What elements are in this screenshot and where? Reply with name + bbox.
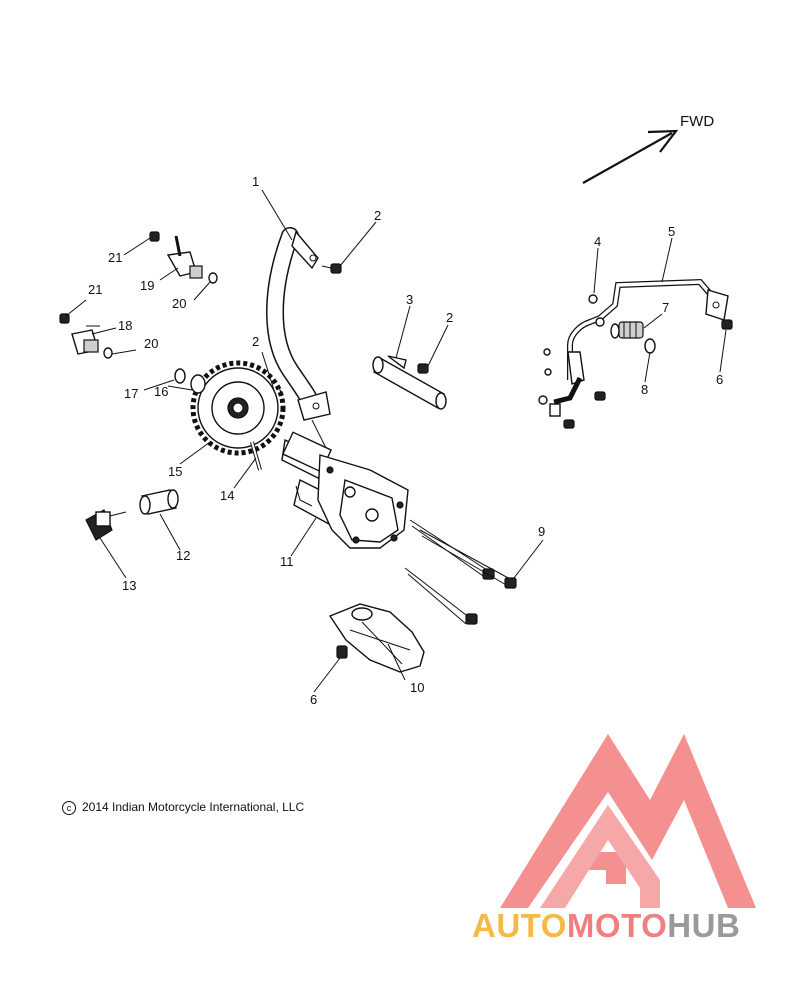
part-bolt-2a bbox=[321, 263, 342, 274]
part-sensor bbox=[85, 509, 127, 541]
callout-13: 13 bbox=[122, 578, 136, 593]
callout-3: 3 bbox=[406, 292, 413, 307]
forward-direction-arrow: FWD bbox=[582, 113, 714, 184]
callout-4: 4 bbox=[594, 234, 601, 249]
callout-16: 16 bbox=[154, 384, 168, 399]
brand-moto: MOTO bbox=[566, 907, 668, 944]
callout-2a: 2 bbox=[374, 208, 381, 223]
part-o-ring-4 bbox=[588, 294, 598, 304]
part-bracket-19 bbox=[166, 235, 203, 279]
part-bolt-2b bbox=[417, 363, 429, 374]
part-oil-line bbox=[553, 278, 729, 405]
callout-5: 5 bbox=[668, 224, 675, 239]
watermark-brand: AUTOMOTOHUB bbox=[472, 907, 740, 945]
part-pickup-screen bbox=[328, 603, 425, 673]
watermark-logo bbox=[500, 734, 756, 908]
part-bolt-6b bbox=[336, 645, 348, 659]
callout-15: 15 bbox=[168, 464, 182, 479]
callout-12: 12 bbox=[176, 548, 190, 563]
part-drive-gear bbox=[190, 360, 286, 456]
callout-6a: 6 bbox=[716, 372, 723, 387]
callout-21a: 21 bbox=[108, 250, 122, 265]
brand-auto: AUTO bbox=[472, 907, 567, 944]
callout-18: 18 bbox=[118, 318, 132, 333]
brand-hub: HUB bbox=[667, 907, 741, 944]
part-o-ring-20b bbox=[103, 347, 113, 359]
part-sleeve bbox=[372, 355, 447, 410]
copyright-text: 2014 Indian Motorcycle International, LL… bbox=[82, 800, 305, 814]
part-bolt-6a bbox=[721, 319, 733, 330]
part-bolt-21a bbox=[149, 231, 160, 242]
callout-2c: 2 bbox=[252, 334, 259, 349]
part-oil-pickup-tube bbox=[266, 227, 331, 449]
callout-17: 17 bbox=[124, 386, 138, 401]
callout-10: 10 bbox=[410, 680, 424, 695]
part-clip-17 bbox=[174, 368, 186, 384]
part-bolt-21b bbox=[59, 313, 70, 324]
callout-6b: 6 bbox=[310, 692, 317, 707]
fwd-label: FWD bbox=[680, 113, 714, 130]
callout-9: 9 bbox=[538, 524, 545, 539]
callout-11: 11 bbox=[280, 554, 294, 569]
copyright-symbol: c bbox=[62, 801, 76, 815]
part-bushing bbox=[139, 489, 179, 515]
callout-numbers: 1 2 2 2 3 4 5 6 6 7 8 9 10 11 12 13 14 1… bbox=[88, 174, 723, 707]
part-sensor-18 bbox=[71, 325, 100, 355]
part-fitting bbox=[618, 321, 644, 339]
callout-1: 1 bbox=[252, 174, 259, 189]
callout-21b: 21 bbox=[88, 282, 102, 297]
part-bolts-oil-line bbox=[538, 348, 606, 429]
part-oil-pump-body bbox=[281, 431, 409, 549]
callout-2b: 2 bbox=[446, 310, 453, 325]
callout-7: 7 bbox=[662, 300, 669, 315]
callout-20b: 20 bbox=[144, 336, 158, 351]
part-washer-16 bbox=[190, 374, 206, 394]
part-o-rings-8 bbox=[610, 323, 656, 354]
callout-20a: 20 bbox=[172, 296, 186, 311]
callout-14: 14 bbox=[220, 488, 234, 503]
part-long-bolts bbox=[404, 519, 517, 625]
callout-19: 19 bbox=[140, 278, 154, 293]
copyright-notice: c 2014 Indian Motorcycle International, L… bbox=[62, 800, 304, 815]
part-pin bbox=[250, 441, 262, 471]
callout-8: 8 bbox=[641, 382, 648, 397]
part-o-ring-20a bbox=[208, 272, 218, 284]
leader-lines bbox=[65, 189, 727, 693]
